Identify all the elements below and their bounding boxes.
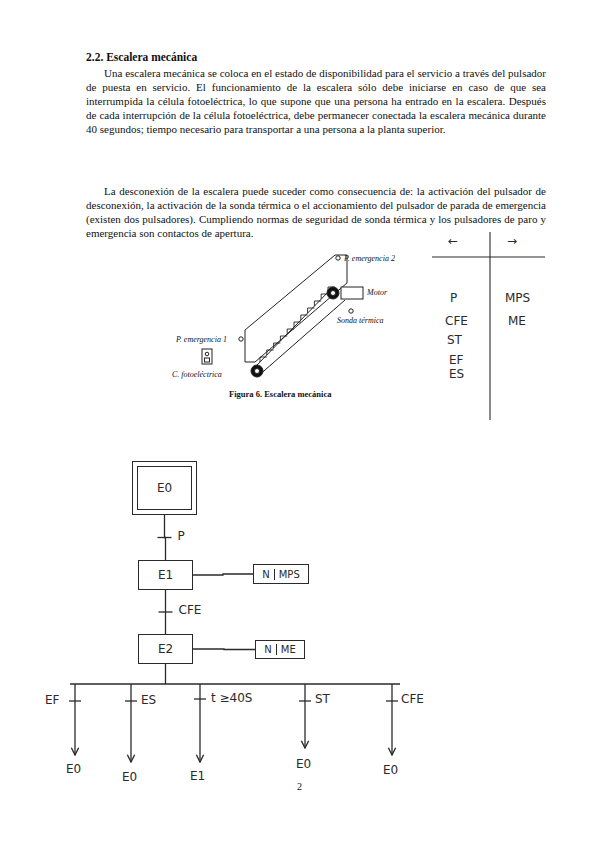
transition-condition: ST: [315, 692, 330, 706]
figure-caption: Figura 6. Escalera mecánica: [229, 389, 331, 399]
node-text: E1: [154, 568, 177, 582]
transition-condition: ES: [141, 693, 156, 707]
input-signal: P: [450, 291, 457, 305]
node-text: E0: [153, 481, 176, 495]
transition-condition: t ≥40S: [211, 691, 252, 705]
transition-condition: CFE: [178, 603, 203, 617]
node-text: E2: [154, 642, 177, 656]
table-header: ←: [448, 234, 458, 248]
node-text: N: [260, 644, 275, 655]
node-text: MPS: [274, 569, 304, 580]
action-box: NMPS: [253, 564, 309, 584]
input-signal: CFE: [445, 314, 468, 328]
connector: [193, 574, 253, 575]
transition-tick: [159, 611, 173, 612]
connector: [193, 648, 255, 650]
input-signal: EF: [449, 353, 463, 367]
node-text: N: [258, 569, 273, 580]
section-title: 2.2. Escalera mecánica: [86, 51, 197, 63]
action-box: NME: [255, 640, 305, 659]
table-header: →: [507, 234, 517, 248]
output-signal: ME: [508, 314, 526, 328]
input-signal: ST: [447, 333, 462, 347]
node-text: ME: [276, 644, 300, 655]
figure-label: Motor: [367, 288, 387, 297]
input-signal: ES: [449, 367, 464, 381]
step-reference: E0: [66, 762, 81, 776]
step-reference: E0: [383, 763, 398, 777]
figure-label: Sonda térmica: [337, 316, 383, 325]
output-signal: MPS: [505, 291, 530, 305]
transition-condition: EF: [45, 693, 59, 707]
transition-condition: CFE: [401, 692, 424, 706]
figure-label: P. emergencia 1: [176, 335, 227, 344]
divergence-branches: [69, 684, 400, 762]
step-box: E2: [138, 634, 193, 664]
figure-label: P. emergencia 2: [344, 254, 395, 263]
transition-condition: P: [177, 529, 186, 543]
initial-step: E0: [137, 466, 192, 510]
paragraph: La desconexión de la escalera puede suce…: [86, 184, 546, 240]
figure-label: C. fotoeléctrica: [172, 370, 222, 379]
step-reference: E0: [122, 770, 137, 784]
io-table: [432, 232, 545, 420]
page-number: 2: [297, 781, 302, 792]
branch-stem: [165, 664, 166, 684]
step-reference: E1: [190, 769, 205, 783]
step-reference: E0: [296, 757, 311, 771]
paragraph: Una escalera mecánica se coloca en el es…: [86, 66, 546, 136]
transition-tick: [158, 537, 172, 538]
step-box: E1: [138, 560, 193, 590]
